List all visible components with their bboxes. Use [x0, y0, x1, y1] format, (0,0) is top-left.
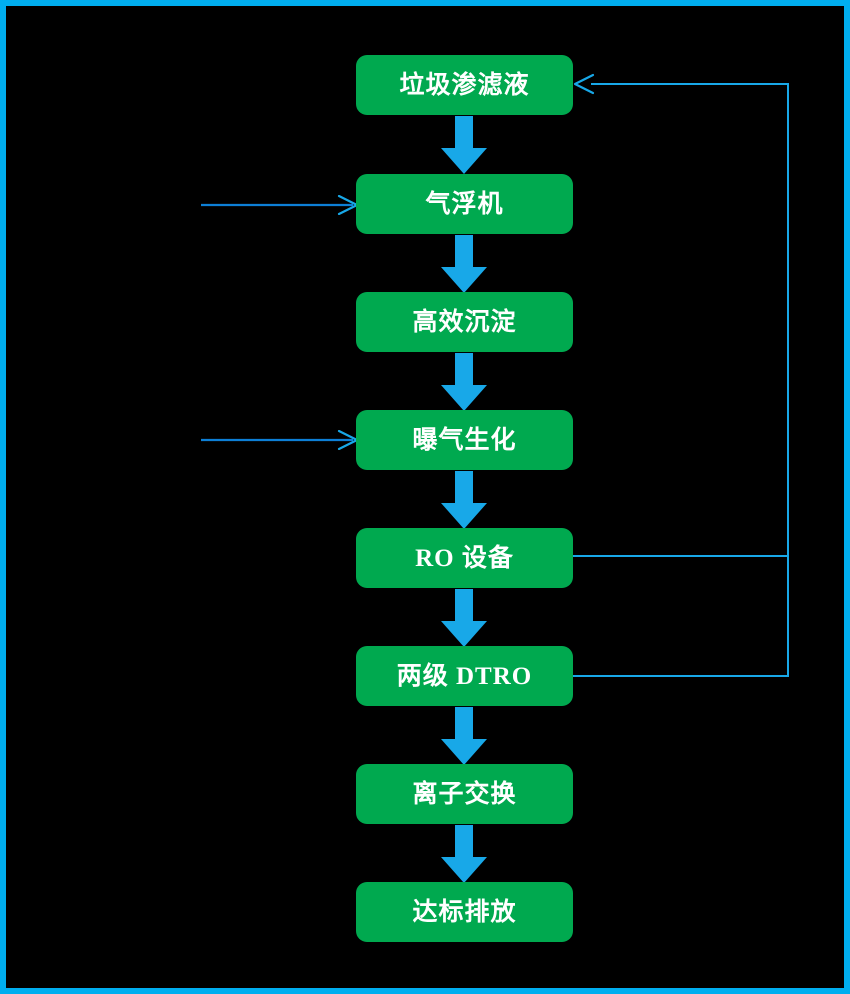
recycle-line-dtro-horizontal	[573, 675, 789, 677]
recycle-arrowhead-icon	[571, 72, 595, 96]
recycle-line-ro-horizontal	[573, 555, 789, 557]
process-node-flotation[interactable]: 气浮机	[356, 174, 573, 234]
flow-arrow-down-5	[441, 589, 487, 647]
process-node-label: RO 设备	[415, 544, 514, 572]
feeder-arrow-flotation	[201, 195, 359, 215]
process-node-label: 垃圾渗滤液	[399, 71, 530, 99]
recycle-line-vertical	[787, 83, 789, 676]
process-node-aeration[interactable]: 曝气生化	[356, 410, 573, 470]
process-node-label: 达标排放	[412, 898, 517, 926]
flow-arrow-down-3	[441, 353, 487, 411]
process-node-ion-exchange[interactable]: 离子交换	[356, 764, 573, 824]
flow-arrow-down-4	[441, 471, 487, 529]
process-node-label: 离子交换	[412, 780, 517, 808]
process-node-dtro[interactable]: 两级 DTRO	[356, 646, 573, 706]
feeder-arrow-aeration	[201, 430, 359, 450]
process-node-leachate[interactable]: 垃圾渗滤液	[356, 55, 573, 115]
recycle-line-top-horizontal	[591, 83, 789, 85]
flow-arrow-down-7	[441, 825, 487, 883]
process-node-label: 高效沉淀	[412, 308, 517, 336]
flow-arrow-down-1	[441, 116, 487, 174]
flow-arrow-down-6	[441, 707, 487, 765]
process-node-label: 两级 DTRO	[396, 662, 533, 690]
process-node-label: 气浮机	[425, 190, 504, 218]
flow-arrow-down-2	[441, 235, 487, 293]
process-node-settling[interactable]: 高效沉淀	[356, 292, 573, 352]
process-node-ro[interactable]: RO 设备	[356, 528, 573, 588]
process-node-discharge[interactable]: 达标排放	[356, 882, 573, 942]
process-node-label: 曝气生化	[412, 426, 517, 454]
